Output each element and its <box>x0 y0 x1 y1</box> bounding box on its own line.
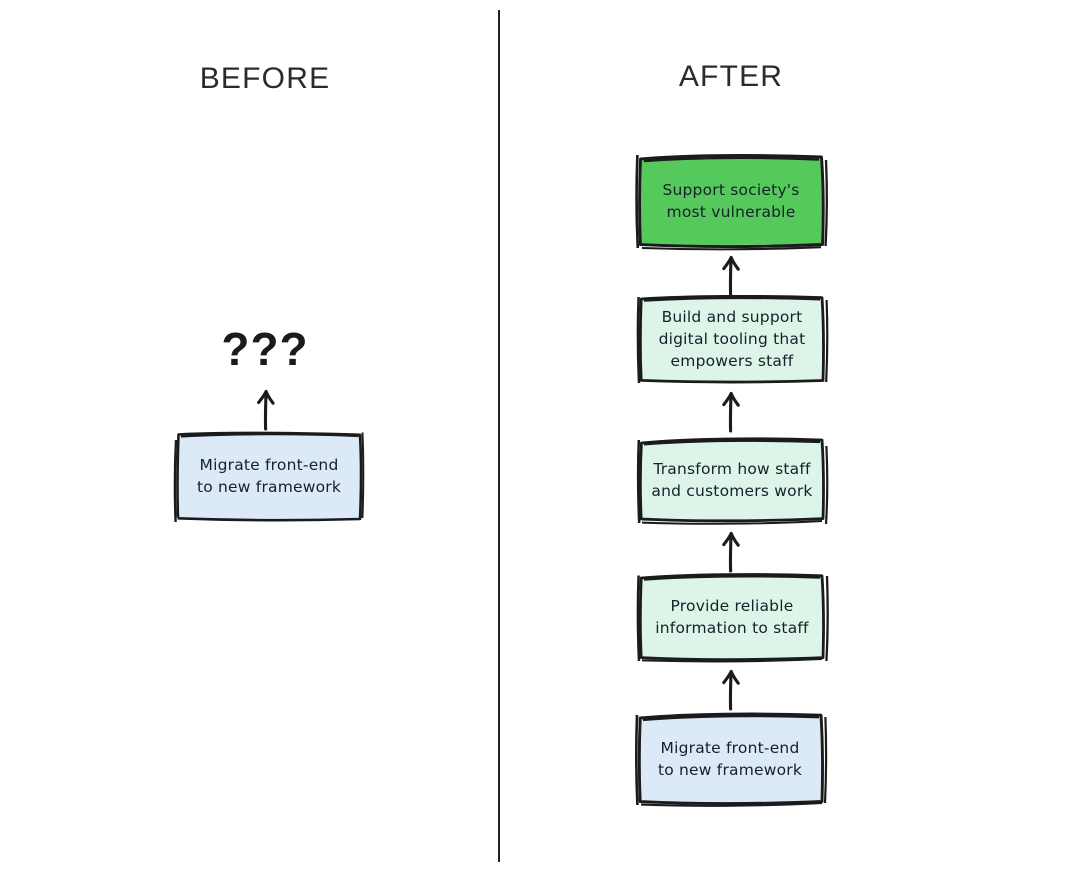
after-box-enabler-label: Provide reliable information to staff <box>655 597 809 637</box>
arrow-after-4 <box>722 669 740 711</box>
after-box-capability: Build and support digital tooling that e… <box>636 294 829 384</box>
after-box-task: Migrate front-end to new framework <box>634 711 828 807</box>
arrow-after-2 <box>722 391 740 433</box>
column-header-after: AFTER <box>678 60 784 93</box>
after-box-capability-label: Build and support digital tooling that e… <box>658 308 806 370</box>
after-box-change-label: Transform how staff and customers work <box>651 460 813 500</box>
before-task-box: Migrate front-end to new framework <box>173 430 365 523</box>
after-box-outcome-label: Support society's most vulnerable <box>662 181 800 221</box>
column-header-before: BEFORE <box>199 62 331 95</box>
after-box-task-label: Migrate front-end to new framework <box>657 739 803 779</box>
after-box-enabler: Provide reliable information to staff <box>636 572 829 663</box>
unknown-outcome-marker: ??? <box>221 323 309 375</box>
before-task-box-label: Migrate front-end to new framework <box>196 456 342 496</box>
after-box-outcome: Support society's most vulnerable <box>635 153 828 251</box>
column-divider <box>498 10 500 862</box>
after-box-change: Transform how staff and customers work <box>636 436 829 525</box>
arrow-before <box>257 389 275 431</box>
arrow-after-3 <box>722 531 740 573</box>
arrow-after-1 <box>722 255 740 297</box>
